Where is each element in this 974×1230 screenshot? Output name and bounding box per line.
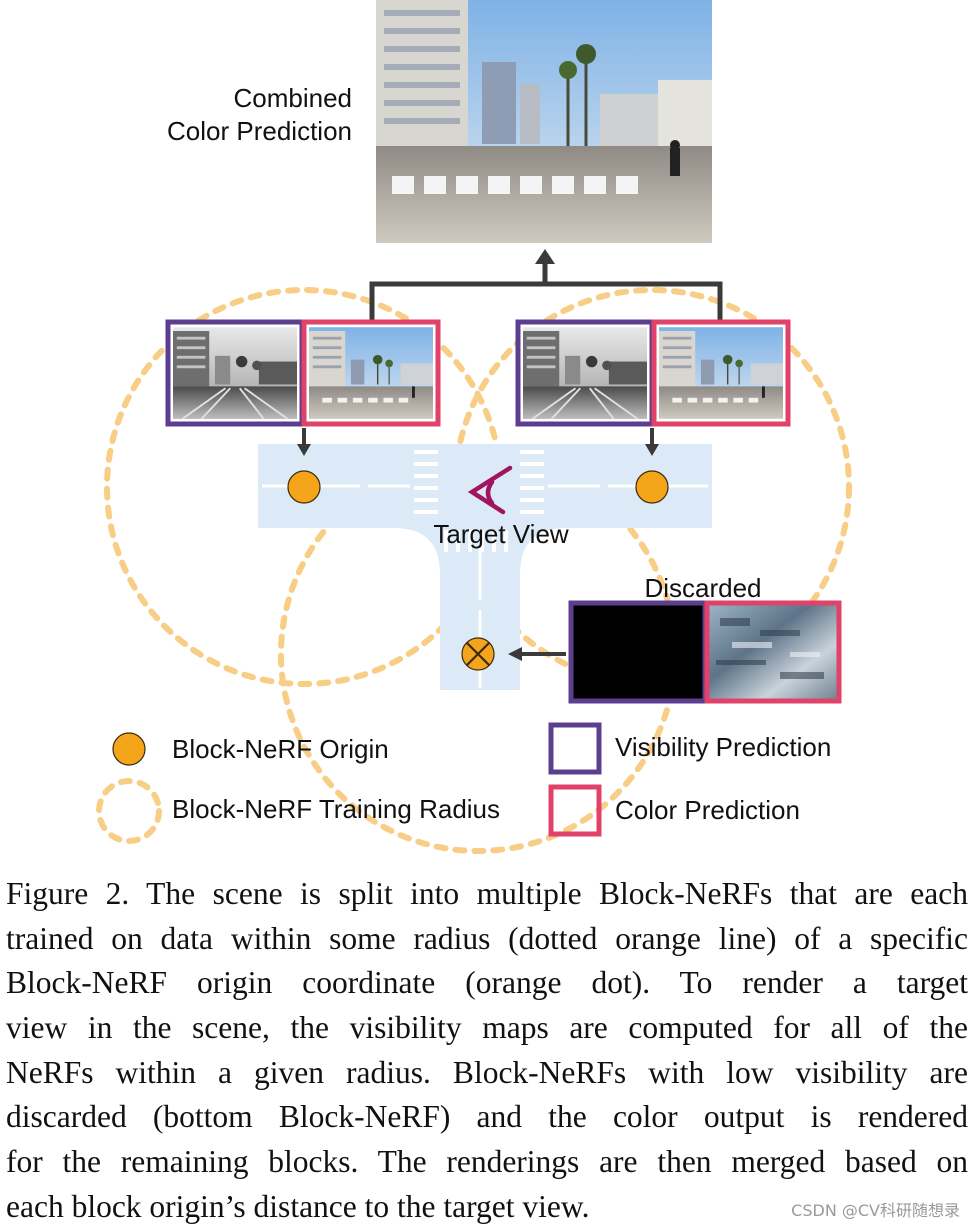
legend-visibility-label: Visibility Prediction <box>615 732 831 762</box>
target-view-label: Target View <box>433 519 569 549</box>
right-block-visibility-thumb <box>515 319 655 427</box>
arrow-head-left <box>297 444 311 456</box>
caption-line: view in the scene, the visibility maps a… <box>6 1010 968 1046</box>
caption-line: Figure 2. The scene is split into multip… <box>6 876 968 911</box>
legend-visibility-icon <box>548 722 602 775</box>
combined-color-image <box>376 0 712 243</box>
caption-line: Block-NeRF origin coordinate (orange dot… <box>6 965 968 1001</box>
combined-label-line2: Color Prediction <box>167 116 352 146</box>
left-block-color-thumb <box>301 319 441 427</box>
legend-radius-icon <box>96 778 162 844</box>
figure-caption: Figure 2. The scene is split into multip… <box>6 872 968 1230</box>
caption-line: trained on data within some radius (dott… <box>6 920 968 956</box>
merge-arrow <box>369 262 723 322</box>
legend-radius-label: Block-NeRF Training Radius <box>172 794 500 824</box>
caption-line: discarded (bottom Block-NeRF) and the co… <box>6 1099 968 1135</box>
discard-arrow-head <box>508 647 522 661</box>
origin-dot-left <box>287 470 321 504</box>
merge-arrow-head <box>535 249 555 264</box>
block-nerf-figure: Combined Color Prediction <box>96 0 852 854</box>
left-block-visibility-thumb <box>165 319 305 427</box>
watermark: CSDN @CV科研随想录 <box>791 1201 960 1220</box>
caption-line: each block origin’s distance to the targ… <box>6 1188 590 1224</box>
legend: Block-NeRF Origin Block-NeRF Training Ra… <box>96 722 831 844</box>
discarded-label: Discarded <box>644 573 761 603</box>
target-view-icon <box>467 465 513 515</box>
arrow-head-right <box>645 444 659 456</box>
combined-label-line1: Combined <box>233 83 352 113</box>
origin-dot-discarded <box>461 637 495 671</box>
origin-dot-right <box>635 470 669 504</box>
caption-line: for the remaining blocks. The renderings… <box>6 1144 968 1180</box>
legend-color-label: Color Prediction <box>615 795 800 825</box>
right-block-color-thumb <box>651 319 791 427</box>
legend-origin-label: Block-NeRF Origin <box>172 734 389 764</box>
legend-color-icon <box>548 784 602 837</box>
crosswalk-stripes <box>414 450 544 552</box>
discarded-color-thumb <box>704 600 842 704</box>
discarded-visibility-thumb <box>568 600 708 704</box>
legend-origin-icon <box>112 732 146 766</box>
caption-line: NeRFs within a given radius. Block-NeRFs… <box>6 1054 968 1090</box>
